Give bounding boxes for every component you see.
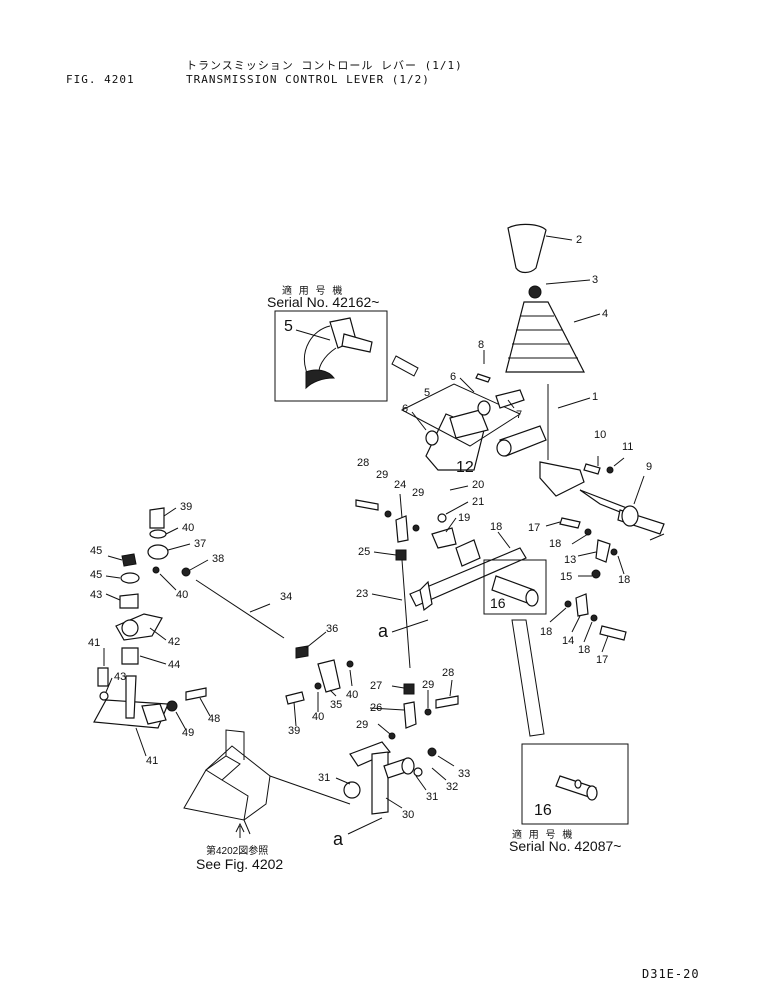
callout-6b: 6 bbox=[402, 403, 408, 415]
callout-2: 2 bbox=[576, 234, 582, 246]
drawing-code: D31E-20 bbox=[642, 967, 700, 981]
callout-32: 32 bbox=[446, 781, 458, 793]
callout-40d: 40 bbox=[176, 589, 188, 601]
callout-23: 23 bbox=[356, 588, 368, 600]
inset-bottom-part-number: 16 bbox=[534, 802, 552, 819]
pin bbox=[475, 373, 491, 383]
marker-a-bottom: a bbox=[333, 829, 344, 849]
inset-top-bracket: 5 bbox=[284, 317, 373, 390]
callout-17a: 17 bbox=[528, 522, 540, 534]
arrow-to-inset-top bbox=[391, 355, 419, 377]
callout-47: 45 bbox=[90, 545, 102, 557]
callout-29b: 29 bbox=[412, 487, 424, 499]
callout-7: 7 bbox=[516, 409, 522, 421]
callout-40c: 40 bbox=[182, 522, 194, 534]
callout-15: 15 bbox=[560, 571, 572, 583]
callout-29a: 29 bbox=[376, 469, 388, 481]
assembly-label-12: 12 bbox=[456, 459, 474, 476]
see-figure-ref-jp: 第4202図参照 bbox=[206, 846, 269, 857]
callout-24: 24 bbox=[394, 479, 406, 491]
callout-45b: 44 bbox=[168, 659, 180, 671]
callout-35: 35 bbox=[330, 699, 342, 711]
callout-18d: 18 bbox=[578, 644, 590, 656]
callout-29d: 29 bbox=[356, 719, 368, 731]
callout-4: 4 bbox=[602, 308, 608, 320]
callout-25: 25 bbox=[358, 546, 370, 558]
callout-18b: 18 bbox=[618, 574, 630, 586]
inset-bottom-part: 16 bbox=[534, 775, 598, 819]
assembly-label-16: 16 bbox=[490, 595, 506, 611]
transmission-case-outline bbox=[183, 729, 351, 835]
figure-number: FIG. 4201 bbox=[66, 73, 135, 86]
callout-41: 41 bbox=[146, 755, 158, 767]
callout-28a: 28 bbox=[357, 457, 369, 469]
callout-46: 45 bbox=[90, 569, 102, 581]
callout-38: 38 bbox=[212, 553, 224, 565]
callout-28b: 28 bbox=[442, 667, 454, 679]
callout-40a: 40 bbox=[346, 689, 358, 701]
callout-20: 19 bbox=[458, 512, 470, 524]
control-lever bbox=[539, 384, 665, 535]
inset-top-caption-jp: 適 用 号 機 bbox=[282, 286, 345, 297]
title-english: TRANSMISSION CONTROL LEVER (1/2) bbox=[186, 73, 430, 86]
title-japanese: トランスミッション コントロール レバー (1/1) bbox=[186, 59, 463, 72]
callout-26: 26 bbox=[370, 702, 382, 714]
inset-top-serial: Serial No. 42162~ bbox=[267, 294, 380, 310]
callout-39b: 39 bbox=[180, 501, 192, 513]
subassembly-16-frame bbox=[483, 559, 547, 615]
callout-37: 37 bbox=[194, 538, 206, 550]
callout-36: 36 bbox=[326, 623, 338, 635]
callout-3: 3 bbox=[592, 274, 598, 286]
callout-39a: 39 bbox=[288, 725, 300, 737]
see-figure-ref: See Fig. 4202 bbox=[196, 856, 284, 872]
arrow-to-inset-bottom bbox=[511, 619, 545, 737]
callout-1: 1 bbox=[592, 391, 598, 403]
marker-a-top: a bbox=[378, 621, 389, 641]
callout-40b: 40 bbox=[312, 711, 324, 723]
callout-43: 43 bbox=[114, 671, 126, 683]
callout-45a: 43 bbox=[90, 589, 102, 601]
callout-34: 34 bbox=[280, 591, 292, 603]
callout-5: 5 bbox=[424, 387, 430, 399]
callout-14: 14 bbox=[562, 635, 574, 647]
inset-bottom-caption-jp: 適 用 号 機 bbox=[512, 830, 575, 841]
callout-18c: 18 bbox=[540, 626, 552, 638]
knob-nut bbox=[528, 285, 542, 299]
callout-31a: 31 bbox=[318, 772, 330, 784]
callout-6a: 6 bbox=[450, 371, 456, 383]
shift-knob bbox=[507, 223, 547, 274]
callout-19: 18 bbox=[490, 521, 502, 533]
callout-13: 13 bbox=[564, 554, 576, 566]
callout-44: 42 bbox=[168, 636, 180, 648]
callout-31b: 31 bbox=[426, 791, 438, 803]
callout-42: 41 bbox=[88, 637, 100, 649]
callout-29c: 29 bbox=[422, 679, 434, 691]
inset-top-part-number: 5 bbox=[284, 318, 293, 335]
bracket-assembly-12: 12 bbox=[400, 383, 547, 476]
inset-bottom-frame bbox=[521, 743, 629, 825]
callout-48: 48 bbox=[208, 713, 220, 725]
callout-22: 21 bbox=[472, 496, 484, 508]
inset-bottom-serial: Serial No. 42087~ bbox=[509, 838, 622, 854]
callout-27: 27 bbox=[370, 680, 382, 692]
callout-11: 11 bbox=[622, 441, 633, 453]
callout-33: 33 bbox=[458, 768, 470, 780]
callout-21: 20 bbox=[472, 479, 484, 491]
callout-30: 30 bbox=[402, 809, 414, 821]
callout-49: 49 bbox=[182, 727, 194, 739]
lever-boot bbox=[505, 301, 585, 373]
leader-lines bbox=[103, 235, 665, 809]
callout-labels: 2 3 4 1 8 6 5 6 7 10 11 9 28 29 24 29 20… bbox=[88, 234, 652, 821]
callout-8: 8 bbox=[478, 339, 484, 351]
inset-top-frame bbox=[274, 310, 388, 402]
callout-9: 9 bbox=[646, 461, 652, 473]
callout-18a: 18 bbox=[549, 538, 561, 550]
callout-10: 10 bbox=[594, 429, 606, 441]
callout-17b: 17 bbox=[596, 654, 608, 666]
